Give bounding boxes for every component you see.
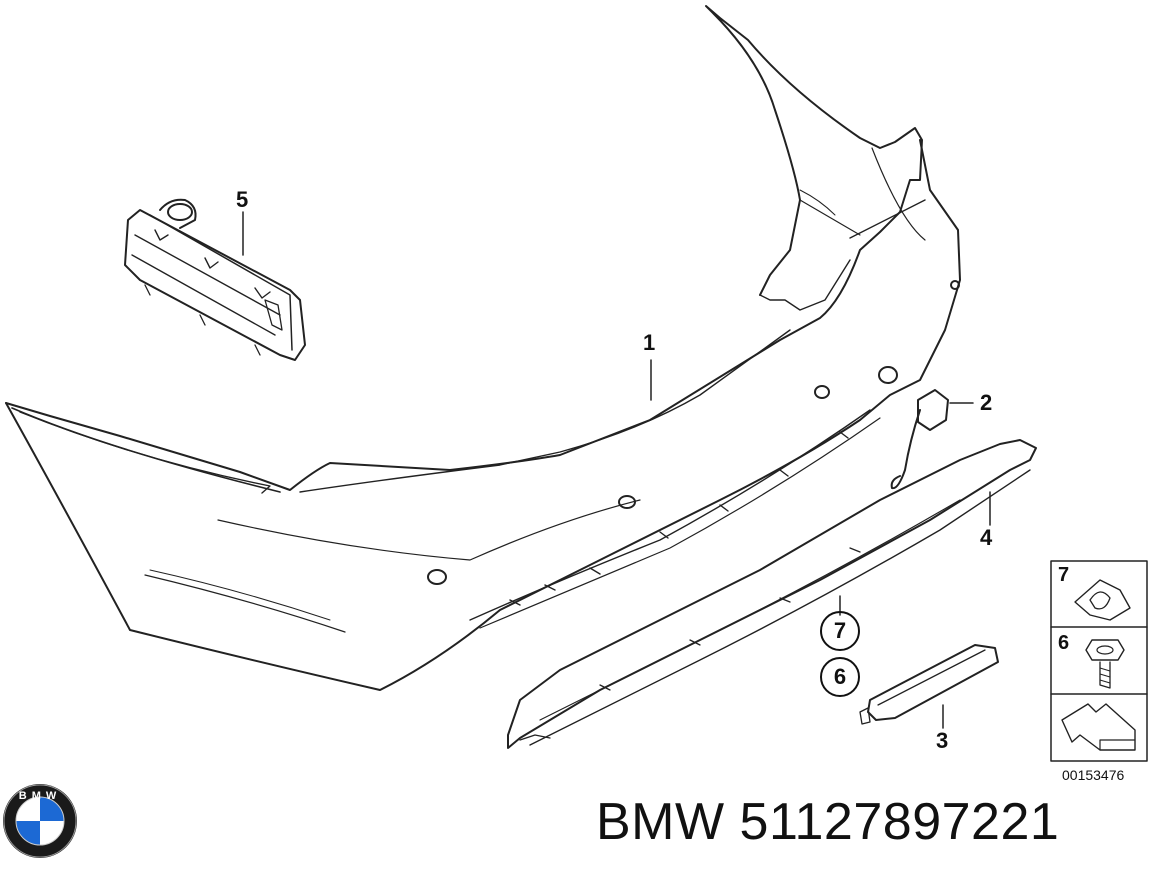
part-3-trim xyxy=(859,644,999,729)
legend-number-7: 7 xyxy=(1058,564,1070,586)
legend-number-6: 6 xyxy=(1058,632,1070,654)
part-4-diffuser xyxy=(507,439,1037,749)
circled-callout-6-label: 6 xyxy=(833,664,847,689)
callout-3: 3 xyxy=(936,728,949,753)
part-5-bracket xyxy=(124,198,306,361)
legend-box xyxy=(1050,560,1148,762)
circled-callout-6: 6 xyxy=(820,657,860,697)
circled-callout-7: 7 xyxy=(820,611,860,651)
circled-callout-7-label: 7 xyxy=(833,618,847,643)
diagram-id: 00153476 xyxy=(1062,767,1125,783)
part-2-cap xyxy=(890,389,974,490)
callout-1: 1 xyxy=(643,330,656,355)
bmw-roundel-icon xyxy=(3,784,77,858)
callout-4: 4 xyxy=(980,525,993,550)
callout-5: 5 xyxy=(236,187,249,212)
bmw-logo: BMW xyxy=(2,783,78,859)
callout-2: 2 xyxy=(980,390,993,415)
part-number-label: BMW 51127897221 xyxy=(596,793,1060,851)
bumper-cover xyxy=(5,5,961,691)
bmw-logo-text: BMW xyxy=(18,790,62,802)
